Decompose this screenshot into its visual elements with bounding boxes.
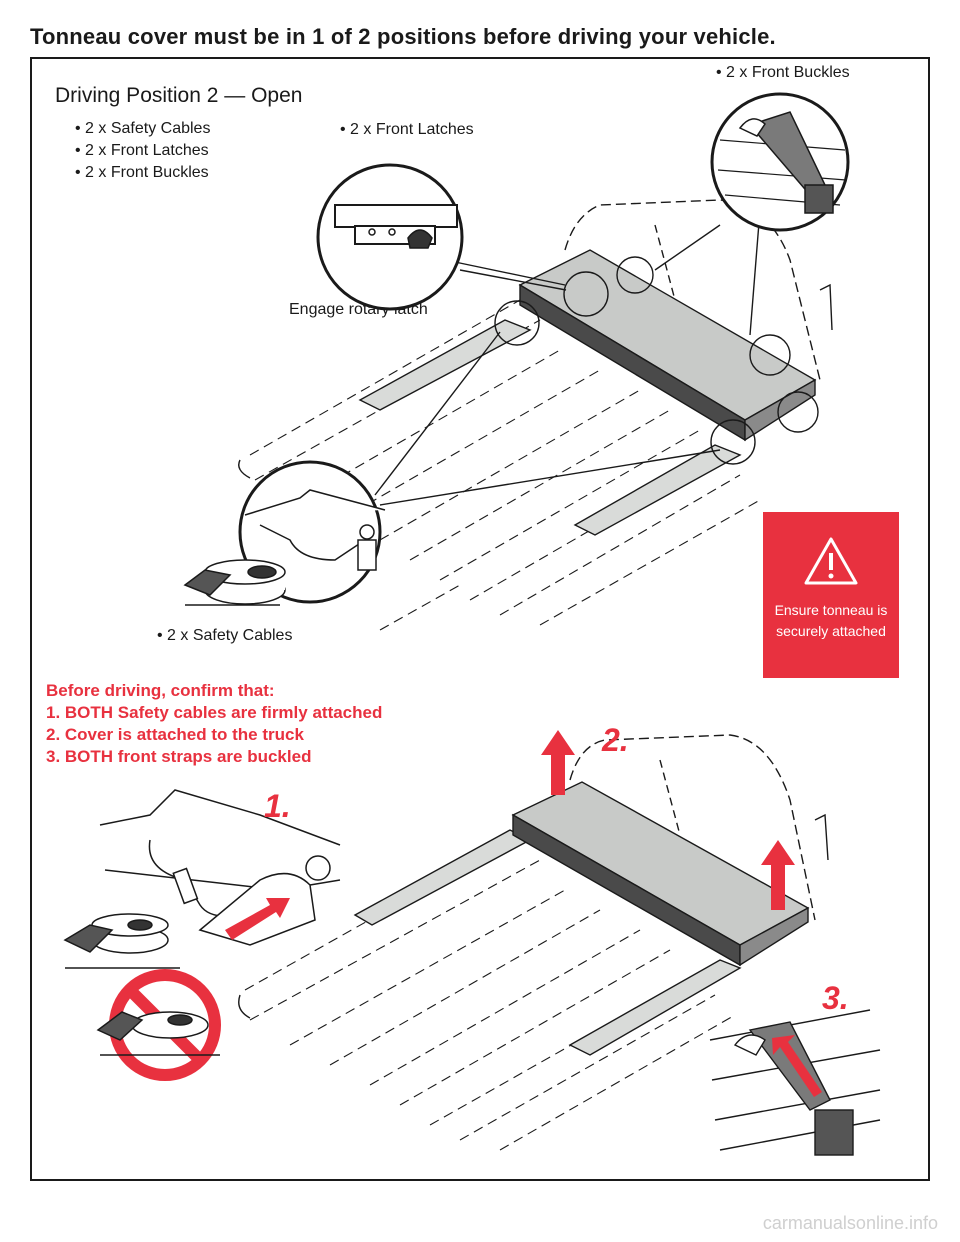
left-rail	[358, 319, 532, 411]
warning-triangle-icon	[804, 537, 858, 585]
arrow-up-icon	[541, 730, 575, 795]
left-rail-bottom	[353, 829, 532, 926]
checklist-heading: Before driving, confirm that:	[46, 681, 275, 700]
warning-box: Ensure tonneau is securely attached	[763, 512, 899, 678]
right-rail	[573, 444, 742, 536]
latch-magnifier	[316, 163, 464, 311]
lift-arrows	[541, 730, 795, 910]
pre-drive-checklist: Before driving, confirm that: 1. BOTH Sa…	[46, 680, 382, 768]
position-title: Driving Position 2 — Open	[55, 84, 303, 107]
prohibited-strap-illustration	[96, 969, 221, 1081]
right-rail-bottom	[568, 959, 742, 1056]
latch-detail-circle	[563, 271, 609, 317]
watermark: carmanualsonline.info	[762, 1213, 938, 1233]
buckle-magnifier	[710, 92, 850, 232]
requirement-item: 2 x Front Latches	[75, 140, 210, 162]
diagram-frame	[30, 57, 930, 1181]
step-number-3: 3.	[822, 980, 849, 1016]
checklist-item: 1. BOTH Safety cables are firmly attache…	[46, 703, 383, 722]
correct-strap-illustration	[63, 913, 180, 969]
callout-front-buckles: 2 x Front Buckles	[716, 64, 850, 82]
step-number-2: 2.	[602, 722, 629, 758]
callout-front-latches: 2 x Front Latches	[340, 121, 474, 139]
requirement-item: 2 x Front Buckles	[75, 162, 210, 184]
step-number-1: 1.	[264, 788, 291, 824]
checklist-item: 3. BOTH front straps are buckled	[46, 747, 312, 766]
buckle-closeup-illustration	[709, 1009, 881, 1156]
page-title: Tonneau cover must be in 1 of 2 position…	[30, 24, 776, 49]
cable-hand-illustration	[99, 789, 341, 946]
buckle-arrow-icon	[772, 1035, 822, 1097]
requirement-item: 2 x Safety Cables	[75, 118, 210, 140]
pull-arrow-icon	[225, 898, 290, 940]
arrow-up-icon	[761, 840, 795, 910]
warning-text: Ensure tonneau is securely attached	[774, 602, 888, 639]
requirement-list: 2 x Safety Cables 2 x Front Latches 2 x …	[75, 118, 210, 184]
checklist-item: 2. Cover is attached to the truck	[46, 725, 304, 744]
strap-anchor-illustration	[183, 559, 286, 606]
callout-safety-cables: 2 x Safety Cables	[157, 627, 292, 645]
